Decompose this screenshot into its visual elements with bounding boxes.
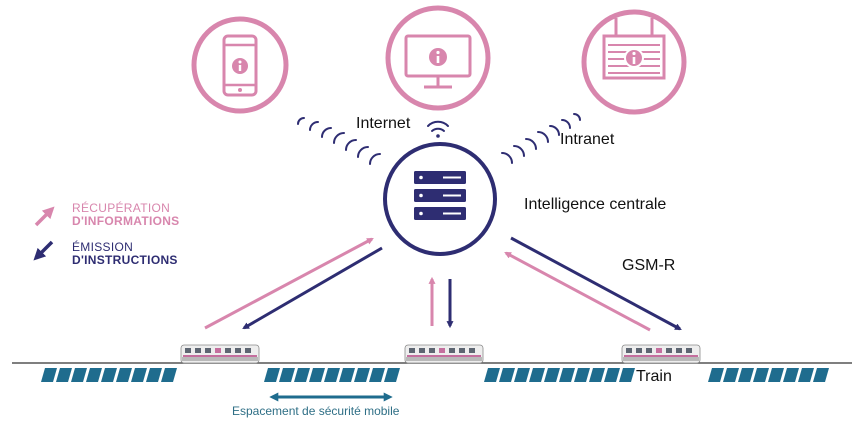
track-segment [264, 368, 400, 382]
legend-recuperation-line2: D'INFORMATIONS [72, 214, 180, 228]
smartphone-info-icon [191, 16, 289, 114]
train-label: Train [636, 368, 672, 385]
wireless-waves-left [297, 117, 381, 165]
signboard-info-icon [581, 9, 687, 115]
arrow-right-up [504, 251, 651, 332]
legend-emission-line1: ÉMISSION [72, 240, 134, 254]
arrow-left-up [204, 237, 374, 330]
legend-emission-line2: D'INSTRUCTIONS [72, 253, 178, 267]
intranet-label: Intranet [560, 131, 615, 148]
wireless-waves-right [501, 113, 581, 164]
legend-recuperation: RÉCUPÉRATION D'INFORMATIONS [72, 202, 180, 228]
train-icon [404, 344, 484, 364]
track-segment [41, 368, 177, 382]
legend-emission: ÉMISSION D'INSTRUCTIONS [72, 241, 178, 267]
internet-label: Internet [356, 115, 411, 132]
legend-recuperation-line1: RÉCUPÉRATION [72, 201, 171, 215]
arrow-right-down [510, 236, 682, 331]
wireless-waves-center [427, 120, 449, 138]
gsm-r-label: GSM-R [622, 257, 676, 274]
legend-navy-arrow [33, 240, 54, 261]
track-segment [708, 368, 829, 382]
server-rack-icon [383, 142, 497, 256]
monitor-info-icon [385, 5, 491, 111]
train-icon [621, 344, 701, 364]
train-icon [180, 344, 260, 364]
track-segment [484, 368, 635, 382]
safety-spacing-label: Espacement de sécurité mobile [232, 404, 400, 418]
legend-pink-arrow [34, 206, 55, 227]
arrow-left-down [242, 246, 383, 330]
central-intelligence-label: Intelligence centrale [524, 196, 667, 213]
